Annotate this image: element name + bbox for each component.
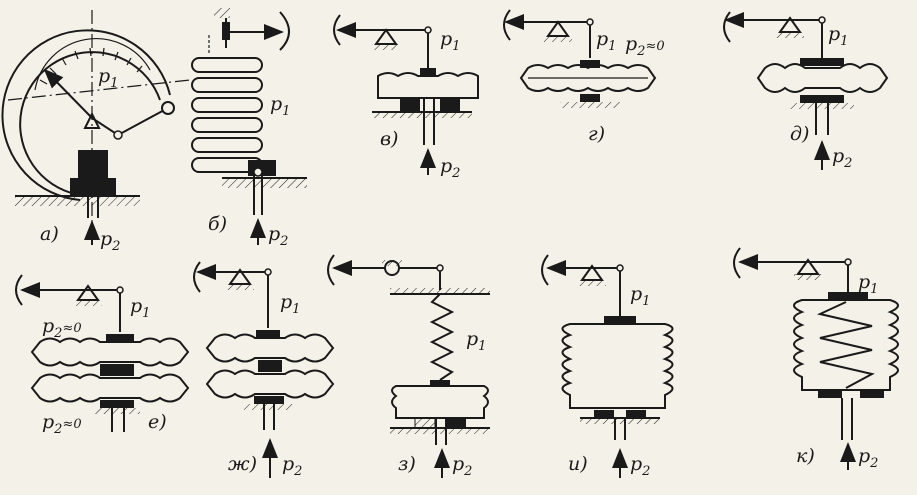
panel-e: p1 p2≈0 p2≈0 е) xyxy=(15,274,190,437)
capsule xyxy=(377,72,479,99)
svg-text:p1: p1 xyxy=(440,28,460,54)
svg-text:p1: p1 xyxy=(270,93,290,119)
scale-arc xyxy=(279,11,290,51)
spring xyxy=(429,293,455,381)
label-d: д) xyxy=(790,123,809,145)
svg-text:p1: p1 xyxy=(630,283,650,309)
capsule xyxy=(756,63,889,93)
pivot-icon xyxy=(374,28,398,45)
svg-text:p1: p1 xyxy=(596,28,616,54)
svg-text:p1: p1 xyxy=(130,295,150,321)
capsule-lower xyxy=(205,369,335,399)
label-z: з) xyxy=(398,453,416,475)
panel-i: p1 и) p2 xyxy=(541,254,674,479)
svg-text:p2: p2 xyxy=(858,445,878,471)
svg-text:p2≈0: p2≈0 xyxy=(42,315,82,341)
svg-text:p1: p1 xyxy=(858,271,878,297)
label-i: и) xyxy=(568,453,588,475)
aneroid-box-lower xyxy=(30,373,190,403)
panel-z: p1 з) p2 xyxy=(327,254,490,479)
pivot-icon xyxy=(76,284,100,301)
svg-text:p1: p1 xyxy=(280,291,300,317)
gauge-scale xyxy=(34,38,151,91)
pivot-icon xyxy=(546,20,570,37)
panel-k: p1 к) p2 xyxy=(733,247,899,471)
bellows xyxy=(561,323,674,409)
label-a: а) xyxy=(40,223,59,245)
spring xyxy=(816,301,875,389)
panel-d: p1 д) p2 xyxy=(723,11,889,171)
svg-text:p2≈0: p2≈0 xyxy=(42,411,82,437)
svg-text:p2: p2 xyxy=(452,453,472,479)
svg-text:p2: p2 xyxy=(282,453,302,479)
svg-text:p2: p2 xyxy=(100,228,120,254)
bellows xyxy=(793,299,899,391)
aneroid-box xyxy=(519,64,657,92)
capsule-upper xyxy=(205,333,335,363)
svg-text:p2: p2 xyxy=(832,145,852,171)
svg-text:p1: p1 xyxy=(466,328,486,354)
label-e: е) xyxy=(148,411,167,433)
gauge-pointer xyxy=(43,68,93,119)
label-k: к) xyxy=(796,445,815,467)
panel-a: p1 а) p2 xyxy=(1,10,191,254)
socket xyxy=(78,150,108,178)
svg-text:p2≈0: p2≈0 xyxy=(625,33,665,59)
svg-text:p1: p1 xyxy=(98,65,118,91)
panel-zh: p1 ж) p2 xyxy=(193,261,335,479)
label-v: в) xyxy=(380,128,398,150)
bourdon-tube xyxy=(1,29,171,201)
label-g: г) xyxy=(588,123,605,145)
helical-coils xyxy=(191,57,263,173)
panel-v: p1 в) p2 xyxy=(333,14,479,181)
aneroid-box-upper xyxy=(30,337,190,367)
panel-g: p1 p2≈0 г) xyxy=(503,9,665,145)
label-b: б) xyxy=(208,213,227,235)
svg-text:p2: p2 xyxy=(268,223,288,249)
label-zh: ж) xyxy=(228,453,257,475)
capsule xyxy=(391,385,489,419)
svg-text:p2: p2 xyxy=(440,155,460,181)
svg-text:p1: p1 xyxy=(828,23,848,49)
panel-b: p1 б) p2 xyxy=(191,8,307,249)
link-rod xyxy=(117,107,169,136)
svg-text:p2: p2 xyxy=(630,453,650,479)
